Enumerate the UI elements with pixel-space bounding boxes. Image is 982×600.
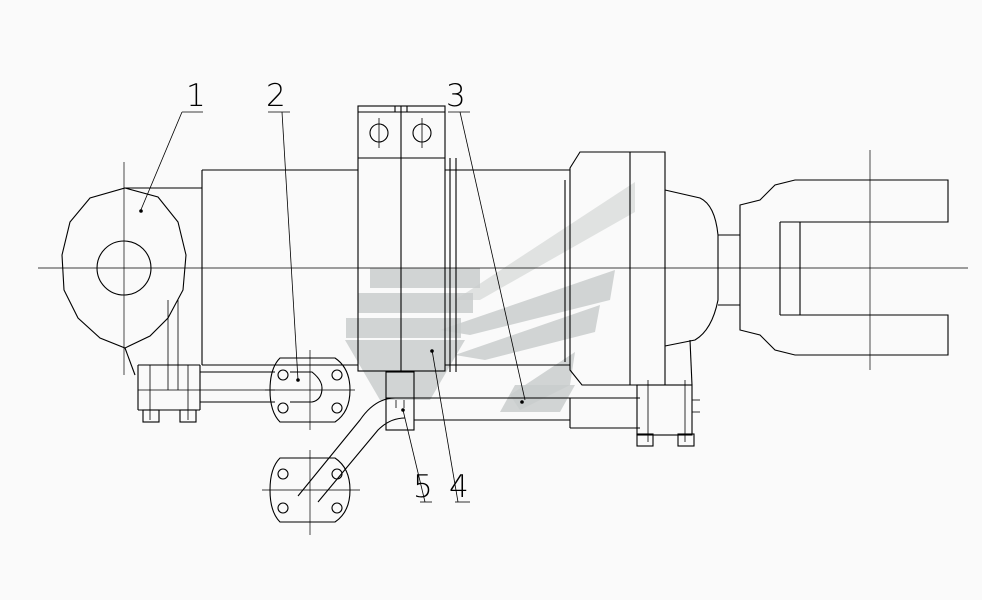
leader-dots [139, 209, 524, 412]
callout-5: 5 [413, 469, 433, 505]
rear-eye-ear [61, 162, 202, 376]
cylinder-barrel [167, 158, 570, 390]
callout-3: 3 [446, 78, 466, 114]
watermark-logo [345, 182, 635, 412]
rod-clevis [739, 150, 949, 370]
callout-2: 2 [266, 78, 286, 114]
clamp-block [357, 105, 446, 372]
callout-1: 1 [186, 78, 206, 114]
callout-4: 4 [449, 469, 469, 505]
cylinder-front-head [564, 151, 740, 386]
oil-pipe-left [137, 364, 275, 423]
bent-oil-pipe [297, 371, 415, 503]
flange-lower [262, 450, 360, 535]
flange-upper [265, 350, 355, 430]
callout-leaders [139, 111, 526, 503]
